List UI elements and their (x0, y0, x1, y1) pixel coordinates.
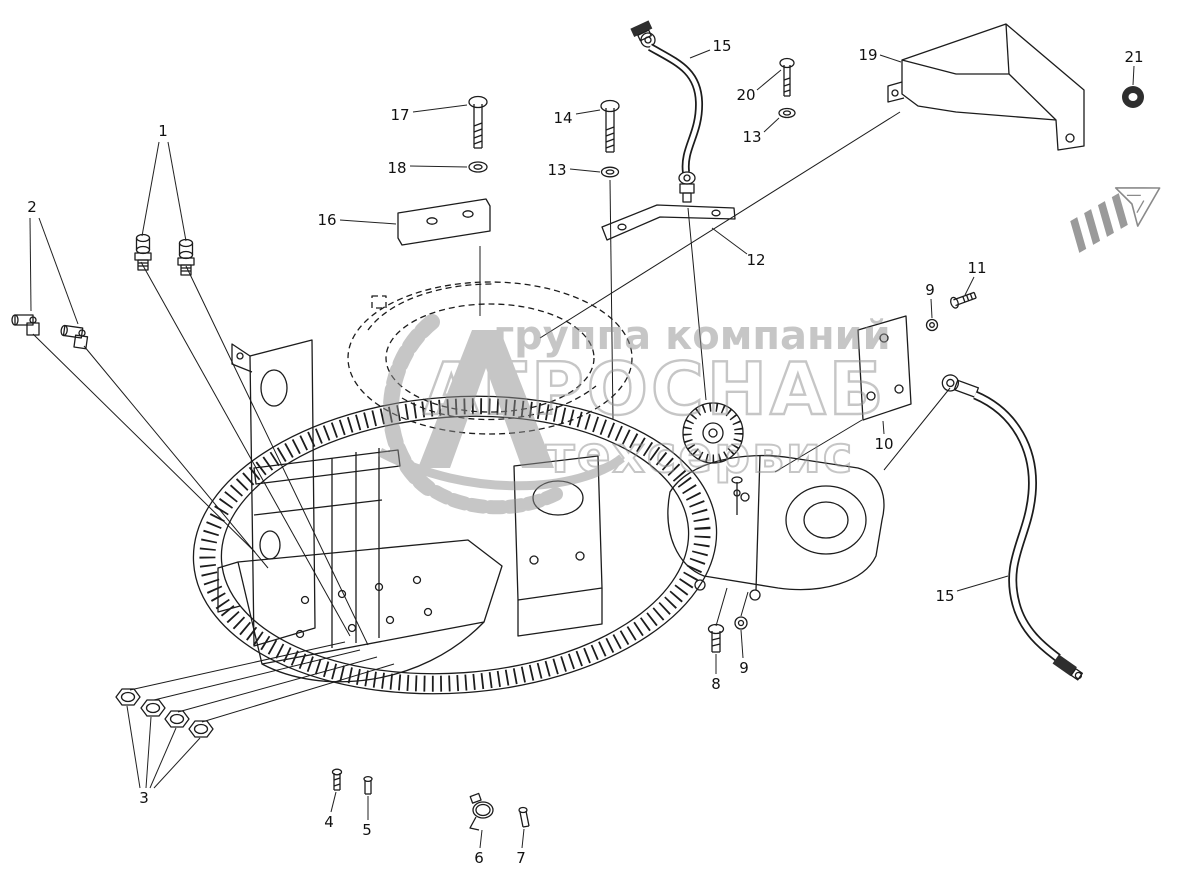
callout-17: 17 (390, 104, 468, 124)
svg-text:8: 8 (711, 675, 721, 693)
callout-21: 21 (1124, 48, 1144, 86)
washer-9-top (925, 318, 939, 332)
gearbox (667, 454, 885, 601)
svg-text:15: 15 (935, 587, 954, 605)
watermark: группа компаний АГРОСНАБ техсервис (377, 313, 891, 515)
assembly-drawing (11, 20, 1161, 831)
svg-text:21: 21 (1124, 48, 1143, 66)
bracket-12 (601, 204, 736, 241)
bolt-20 (779, 57, 795, 97)
bolt-14 (600, 99, 620, 153)
hydraulic-hose-right (941, 374, 1083, 681)
fittings-1 (134, 233, 195, 276)
svg-text:13: 13 (742, 128, 761, 146)
callout-13-right: 13 (742, 117, 780, 146)
callout-13-left: 13 (547, 161, 601, 179)
drive-sprocket (682, 402, 744, 464)
callout-8: 8 (711, 654, 721, 693)
deck-plate (217, 539, 503, 683)
callout-16: 16 (317, 211, 397, 229)
watermark-line1: группа компаний (493, 313, 890, 359)
callout-4: 4 (324, 791, 337, 831)
screw-4 (331, 768, 343, 791)
svg-text:11: 11 (967, 259, 986, 277)
bolt-11 (950, 291, 977, 309)
screw-7 (518, 806, 530, 828)
svg-text:2: 2 (27, 198, 37, 216)
svg-text:16: 16 (317, 211, 336, 229)
grommet-21 (1122, 86, 1144, 108)
clamp-6 (469, 792, 494, 831)
svg-text:19: 19 (858, 46, 877, 64)
callout-11: 11 (964, 259, 987, 296)
svg-text:9: 9 (739, 659, 749, 677)
callout-7: 7 (516, 828, 526, 867)
svg-text:17: 17 (390, 106, 409, 124)
callout-20: 20 (736, 69, 782, 104)
pin-5 (363, 775, 373, 795)
leader-lines (32, 111, 951, 723)
nuts-3 (115, 688, 214, 738)
callout-3: 3 (126, 705, 201, 807)
hydraulic-hose-top (630, 20, 704, 203)
svg-text:3: 3 (139, 789, 149, 807)
left-frame (231, 339, 401, 648)
svg-text:15: 15 (712, 37, 731, 55)
svg-text:6: 6 (474, 849, 484, 867)
washer-13-right (778, 107, 796, 119)
callout-6: 6 (474, 829, 484, 867)
svg-text:13: 13 (547, 161, 566, 179)
svg-text:7: 7 (516, 849, 526, 867)
washer-13-left (600, 166, 620, 178)
callout-12: 12 (711, 227, 766, 269)
svg-text:5: 5 (362, 821, 372, 839)
upper-housing (347, 281, 633, 435)
elbow-fittings-2 (11, 314, 89, 350)
svg-text:1: 1 (158, 122, 168, 140)
callout-10: 10 (874, 420, 894, 453)
callout-5: 5 (362, 796, 372, 839)
callout-18: 18 (387, 159, 468, 177)
cover-19 (887, 23, 1085, 151)
bolt-8 (707, 623, 725, 653)
callout-15-right: 15 (935, 575, 1009, 605)
svg-text:12: 12 (746, 251, 765, 269)
callout-15-top: 15 (689, 37, 732, 59)
svg-text:14: 14 (553, 109, 572, 127)
watermark-line3: техсервис (546, 426, 855, 484)
washer-18 (468, 161, 488, 173)
callout-14: 14 (553, 109, 601, 127)
callout-9-top: 9 (925, 281, 935, 319)
mounting-bracket-10 (857, 315, 912, 421)
svg-text:9: 9 (925, 281, 935, 299)
svg-text:4: 4 (324, 813, 334, 831)
callout-19: 19 (858, 46, 902, 64)
svg-text:18: 18 (387, 159, 406, 177)
watermark-logo (377, 314, 625, 515)
callouts: 1 2 3 4 5 6 7 (27, 37, 1143, 867)
callout-1: 1 (141, 122, 187, 242)
callout-9-bottom: 9 (739, 629, 749, 677)
direction-arrow (1070, 187, 1161, 253)
watermark-line2: АГРОСНАБ (423, 347, 886, 431)
svg-text:20: 20 (736, 86, 755, 104)
washer-9-bottom (734, 616, 748, 630)
svg-text:10: 10 (874, 435, 893, 453)
bolt-17 (468, 95, 488, 149)
callout-2: 2 (27, 198, 79, 325)
spacer-block-16 (397, 198, 491, 246)
